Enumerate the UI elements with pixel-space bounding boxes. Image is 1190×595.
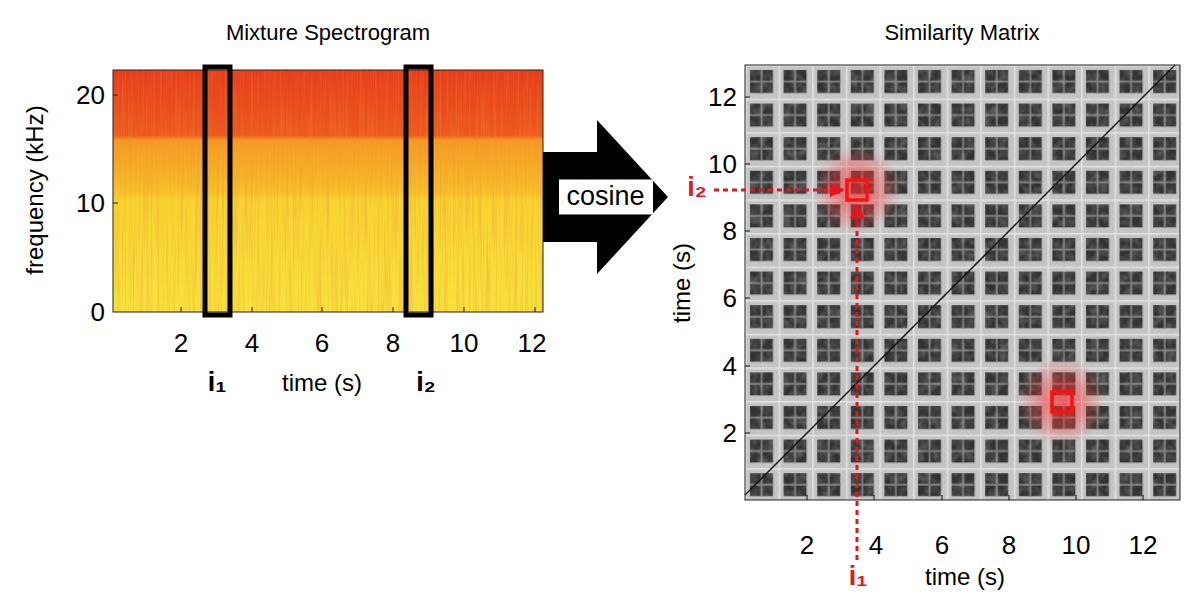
- tick-mark: [745, 231, 750, 232]
- axis-title: time (s): [669, 243, 695, 323]
- axis-ticks: [113, 95, 535, 312]
- panel-title: Mixture Spectrogram: [226, 20, 430, 45]
- tick-mark: [745, 97, 750, 98]
- tick-mark: [874, 495, 875, 500]
- tick-label: 2: [723, 419, 737, 448]
- tick-label: 10: [76, 189, 105, 218]
- tick-label: 4: [869, 531, 883, 560]
- tick-label: 12: [518, 329, 547, 358]
- tick-mark: [1143, 495, 1144, 500]
- tick-label: 10: [1062, 531, 1091, 560]
- tick-label: 2: [800, 531, 814, 560]
- axis-title: time (s): [925, 564, 1005, 590]
- tick-mark: [113, 203, 118, 204]
- tick-label: 8: [723, 217, 737, 246]
- tick-mark: [745, 164, 750, 165]
- tick-label: 12: [1129, 531, 1158, 560]
- tick-label: 10: [708, 150, 737, 179]
- matrix-diagonal: [745, 65, 1175, 495]
- tick-label: 8: [386, 329, 400, 358]
- frame-index: i₂: [687, 173, 707, 203]
- index-pointer: [714, 189, 843, 192]
- chart-panel: Similarity Matrix: [668, 12, 1180, 500]
- tick-mark: [745, 433, 750, 434]
- panel-title: Similarity Matrix: [884, 20, 1039, 45]
- tick-mark: [252, 307, 253, 312]
- similarity-texture: [745, 65, 1180, 500]
- similarity-image: [745, 65, 1180, 500]
- tick-mark: [464, 307, 465, 312]
- tick-mark: [807, 495, 808, 500]
- tick-label: 6: [935, 531, 949, 560]
- tick-label: 12: [708, 83, 737, 112]
- axis-title: time (s): [282, 370, 362, 396]
- frame-highlight: [406, 67, 431, 315]
- tick-mark: [113, 95, 118, 96]
- tick-label: 2: [174, 329, 188, 358]
- spectrogram-image: [113, 70, 543, 312]
- frame-index: i₂: [416, 368, 436, 398]
- similarity-marker: [847, 180, 867, 200]
- spectrogram-texture: [113, 70, 543, 312]
- frame-highlight: [205, 67, 230, 315]
- tick-label: 8: [1002, 531, 1016, 560]
- tick-mark: [535, 307, 536, 312]
- plot-frame: [113, 70, 543, 312]
- tick-mark: [181, 307, 182, 312]
- frame-index: i₁: [208, 368, 227, 398]
- tick-mark: [322, 307, 323, 312]
- tick-label: 6: [723, 284, 737, 313]
- tick-label: 0: [91, 298, 105, 327]
- tick-label: 4: [245, 329, 259, 358]
- block-arrow: [543, 120, 668, 274]
- arrow-label: cosine: [558, 179, 652, 214]
- index-pointer: [856, 205, 859, 560]
- axis-title: frequency (kHz): [22, 105, 48, 274]
- tick-mark: [393, 307, 394, 312]
- tick-mark: [745, 366, 750, 367]
- highlight-glow: [1018, 358, 1106, 446]
- tick-label: 10: [450, 329, 479, 358]
- plot-frame: [745, 65, 1180, 500]
- axis-ticks: [745, 97, 1143, 500]
- chart-panel: Mixture Spectrogram: [113, 12, 543, 312]
- tick-label: 20: [76, 81, 105, 110]
- tick-mark: [1009, 495, 1010, 500]
- tick-label: 4: [723, 352, 737, 381]
- similarity-marker: [1052, 392, 1072, 412]
- tick-mark: [942, 495, 943, 500]
- tick-mark: [745, 298, 750, 299]
- tick-mark: [1076, 495, 1077, 500]
- tick-label: 6: [315, 329, 329, 358]
- frame-index: i₁: [849, 562, 868, 592]
